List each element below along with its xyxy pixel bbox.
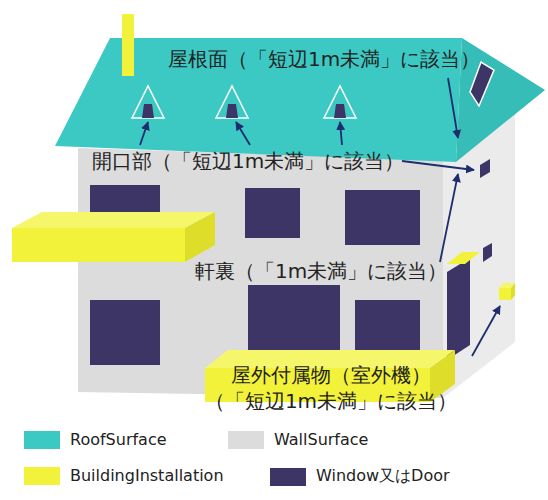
leader-line (448, 78, 458, 138)
balcony-front (12, 228, 185, 262)
legend-swatch (228, 431, 264, 449)
legend-text: Window又はDoor (316, 466, 450, 487)
leader-line (440, 174, 458, 262)
dormer (324, 86, 356, 118)
door (447, 258, 470, 360)
callout-label: 屋外付属物（室外機） （「短辺1m未満」に該当） (200, 362, 462, 414)
legend-swatch (270, 468, 306, 486)
unit-front (499, 288, 511, 300)
label-text: 軒裏（「1m未満」に該当） (195, 259, 447, 283)
legend-text: BuildingInstallation (70, 466, 224, 485)
unit-side (511, 283, 515, 300)
callout-label: 屋根面（「短辺1m未満」に該当） (168, 46, 480, 72)
eave-installation (447, 252, 480, 264)
leader-line (402, 161, 474, 170)
legend-swatch (24, 431, 60, 449)
legend-item: BuildingInstallation (24, 466, 224, 485)
dormer-window (226, 104, 238, 118)
dormer (132, 86, 164, 118)
balcony (12, 212, 215, 262)
balcony-side (185, 212, 215, 262)
window (90, 300, 160, 365)
legend-swatch (24, 467, 60, 485)
legend-item: Window又はDoor (270, 466, 450, 487)
outdoor-unit (499, 283, 515, 300)
leader-line (140, 122, 148, 145)
window (245, 188, 300, 238)
dormer-window (142, 104, 154, 118)
dormer (216, 86, 248, 118)
callout-label: 開口部（「短辺1m未満」に該当） (92, 148, 404, 174)
balcony-top (12, 212, 215, 228)
legend-text: RoofSurface (70, 430, 167, 449)
chimney (122, 14, 134, 76)
dormer-window (334, 104, 346, 118)
leader-lines (140, 78, 500, 356)
window (345, 190, 420, 245)
label-text: 屋外付属物（室外機） （「短辺1m未満」に該当） (205, 363, 457, 413)
leader-line (236, 122, 250, 145)
label-text: 屋根面（「短辺1m未満」に該当） (168, 47, 480, 71)
label-text: 開口部（「短辺1m未満」に該当） (92, 149, 404, 173)
legend-item: WallSurface (228, 430, 368, 449)
window (248, 285, 340, 360)
leader-line (472, 306, 500, 356)
legend-text: WallSurface (274, 430, 368, 449)
window (480, 159, 490, 178)
callout-label: 軒裏（「1m未満」に該当） (195, 258, 447, 284)
window (483, 243, 492, 262)
leader-line (340, 122, 342, 145)
legend-item: RoofSurface (24, 430, 167, 449)
